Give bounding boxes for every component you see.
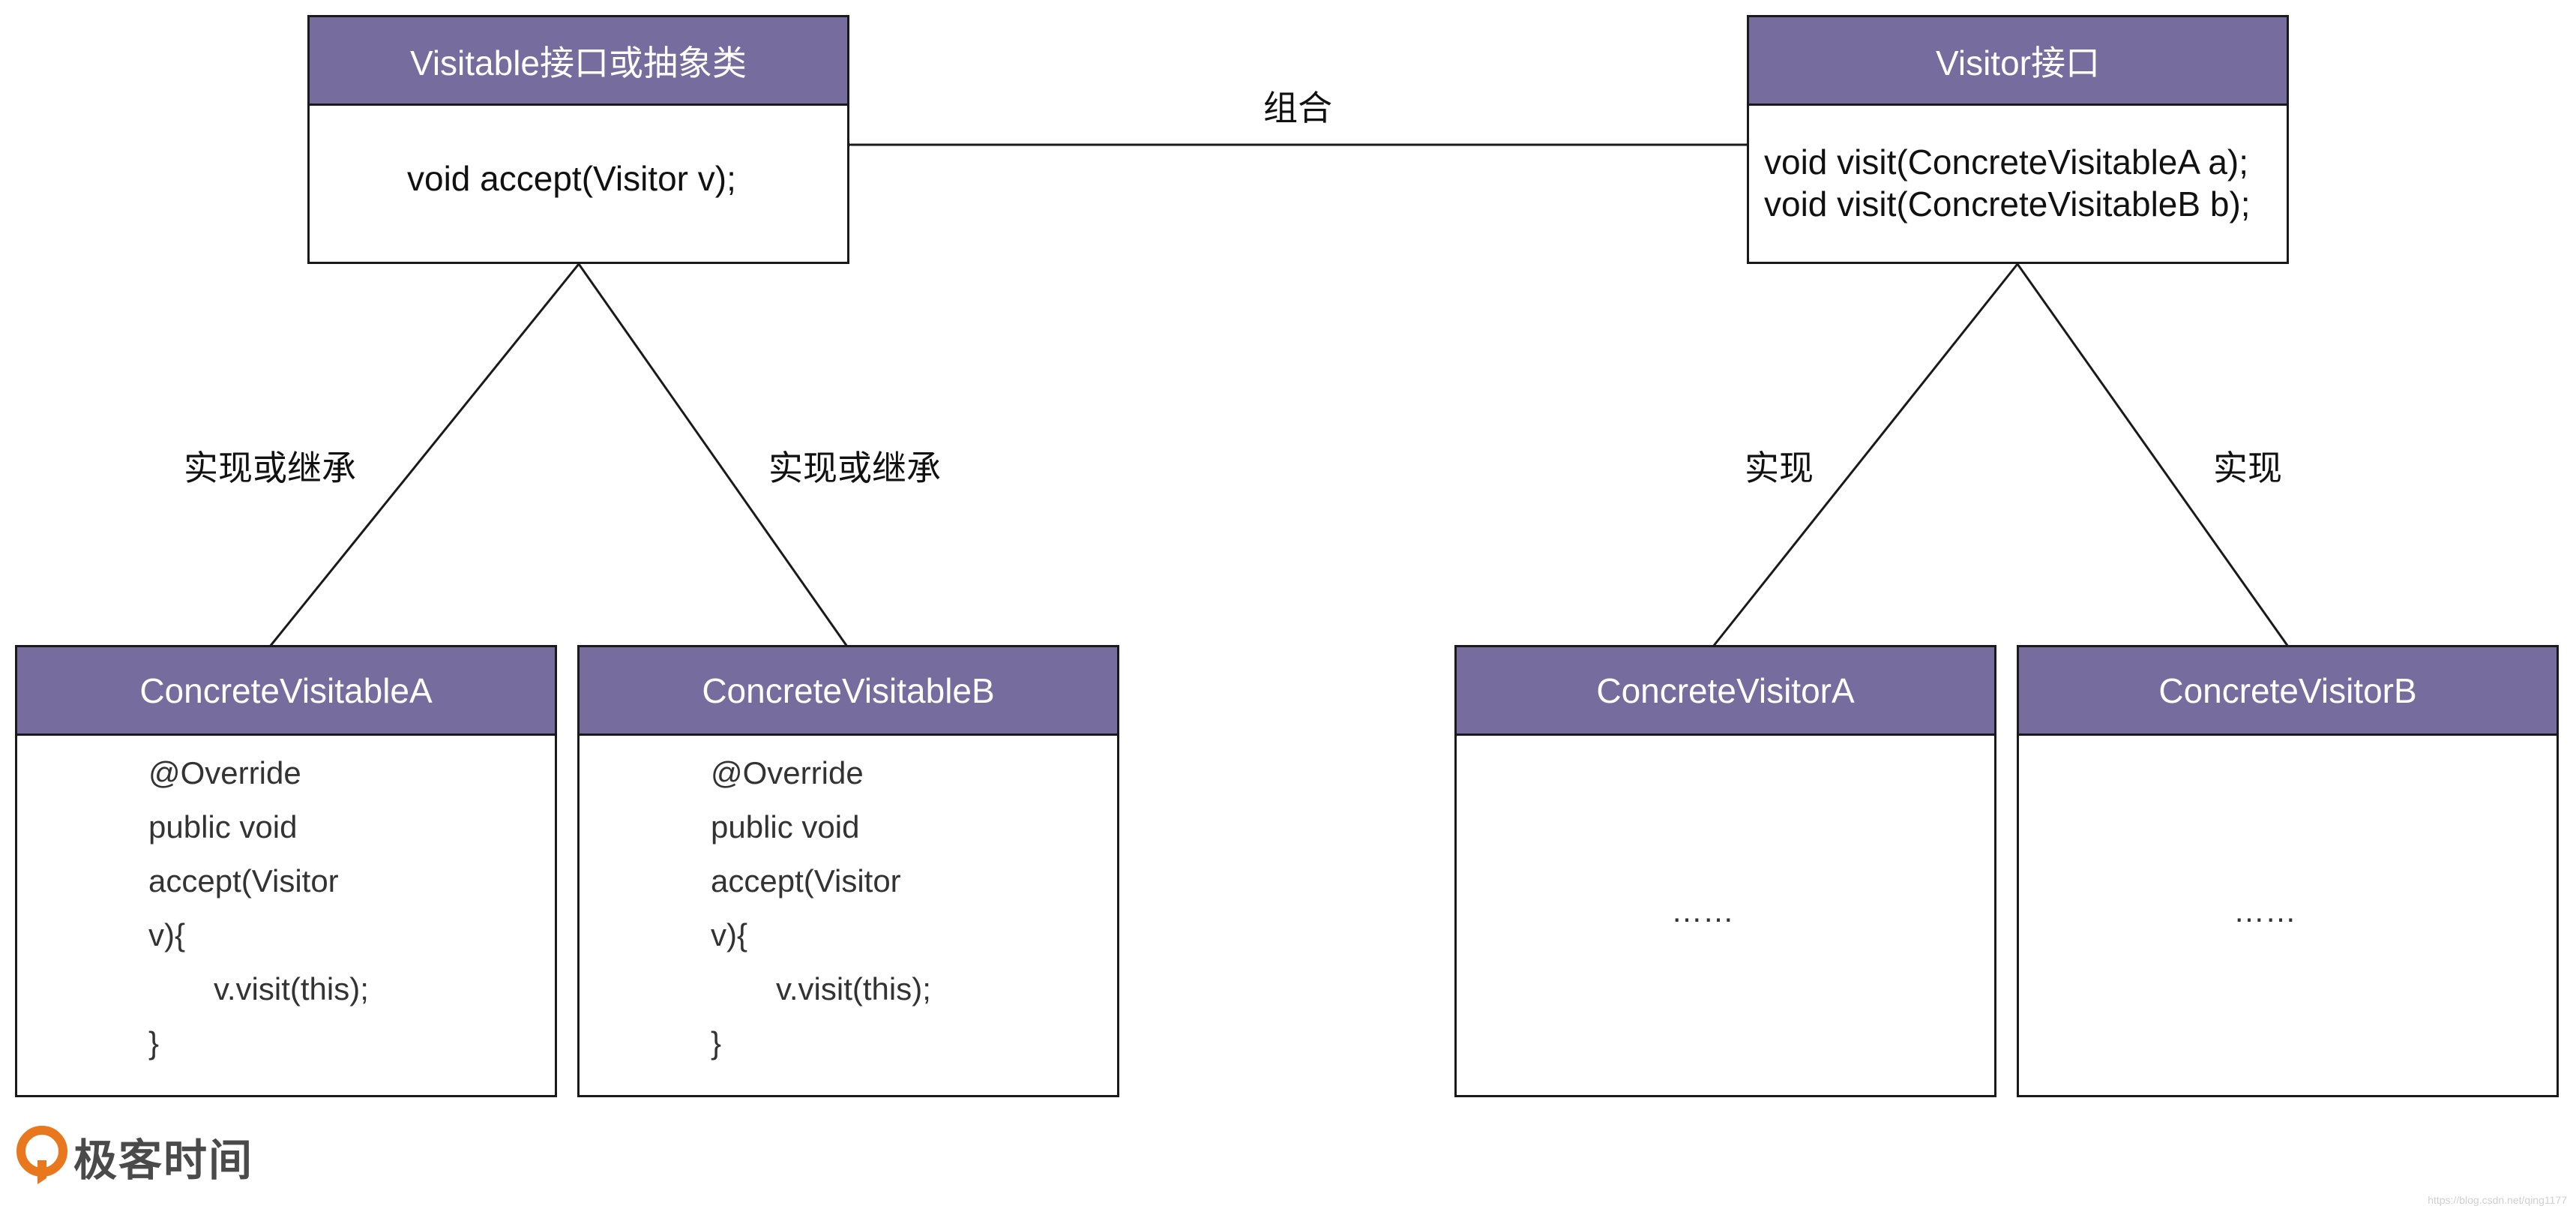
geektime-logo-text: 极客时间 bbox=[73, 1136, 254, 1185]
visitable-a-edge bbox=[268, 263, 580, 647]
visitor-visit-method-b: void visit(ConcreteVisitableB b); bbox=[1764, 184, 2251, 224]
visitor-b-edge bbox=[2016, 263, 2290, 647]
visitor-visit-method-a: void visit(ConcreteVisitableA a); bbox=[1764, 142, 2248, 182]
code-line: @Override bbox=[148, 755, 301, 790]
concrete-visitor-b-body: …… bbox=[2019, 736, 2557, 1095]
visitable-accept-method: void accept(Visitor v); bbox=[407, 159, 736, 198]
concrete-visitor-a-box: ConcreteVisitorA …… bbox=[1454, 645, 1996, 1097]
code-line: accept(Visitor bbox=[148, 863, 339, 898]
concrete-visitable-b-box: ConcreteVisitableB @Override public void… bbox=[577, 645, 1119, 1097]
watermark-text: https://blog.csdn.net/qing1177 bbox=[2428, 1194, 2567, 1206]
code-line: v.visit(this); bbox=[214, 971, 369, 1006]
code-line: v.visit(this); bbox=[776, 971, 931, 1006]
concrete-visitor-b-ellipsis: …… bbox=[2233, 893, 2296, 928]
visitable-a-edge-label: 实现或继承 bbox=[184, 448, 356, 488]
code-line: v){ bbox=[711, 917, 748, 952]
composition-label: 组合 bbox=[1263, 88, 1332, 128]
concrete-visitor-b-box: ConcreteVisitorB …… bbox=[2017, 645, 2559, 1097]
code-line: } bbox=[148, 1025, 160, 1060]
visitor-a-edge bbox=[1712, 263, 2019, 647]
concrete-visitable-b-title: ConcreteVisitableB bbox=[580, 647, 1117, 736]
concrete-visitable-a-title: ConcreteVisitableA bbox=[17, 647, 555, 736]
concrete-visitor-a-ellipsis: …… bbox=[1671, 893, 1734, 928]
visitable-b-edge-label: 实现或继承 bbox=[768, 448, 941, 488]
concrete-visitable-a-box: ConcreteVisitableA @Override public void… bbox=[15, 645, 557, 1097]
geektime-logo-icon bbox=[16, 1126, 67, 1184]
concrete-visitable-a-body: @Override public void accept(Visitor v){… bbox=[17, 736, 555, 1095]
concrete-visitor-a-body: …… bbox=[1457, 736, 1994, 1095]
visitable-box: Visitable接口或抽象类 void accept(Visitor v); bbox=[307, 15, 849, 264]
visitable-title: Visitable接口或抽象类 bbox=[310, 17, 847, 106]
geektime-logo: 极客时间 bbox=[15, 1125, 253, 1188]
code-line: } bbox=[711, 1025, 722, 1060]
concrete-visitor-b-title: ConcreteVisitorB bbox=[2019, 647, 2557, 736]
code-line: @Override bbox=[711, 755, 864, 790]
code-line: v){ bbox=[148, 917, 186, 952]
visitor-box: Visitor接口 void visit(ConcreteVisitableA … bbox=[1747, 15, 2289, 264]
visitable-body: void accept(Visitor v); bbox=[310, 106, 847, 262]
code-line: accept(Visitor bbox=[711, 863, 901, 898]
visitor-body: void visit(ConcreteVisitableA a); void v… bbox=[1749, 106, 2287, 262]
code-line: public void bbox=[148, 809, 298, 844]
visitor-a-edge-label: 实现 bbox=[1745, 448, 1814, 488]
visitor-b-edge-label: 实现 bbox=[2213, 448, 2282, 488]
code-line: public void bbox=[711, 809, 860, 844]
concrete-visitable-b-body: @Override public void accept(Visitor v){… bbox=[580, 736, 1117, 1095]
visitor-title: Visitor接口 bbox=[1749, 17, 2287, 106]
visitable-b-edge bbox=[577, 263, 849, 647]
concrete-visitor-a-title: ConcreteVisitorA bbox=[1457, 647, 1994, 736]
